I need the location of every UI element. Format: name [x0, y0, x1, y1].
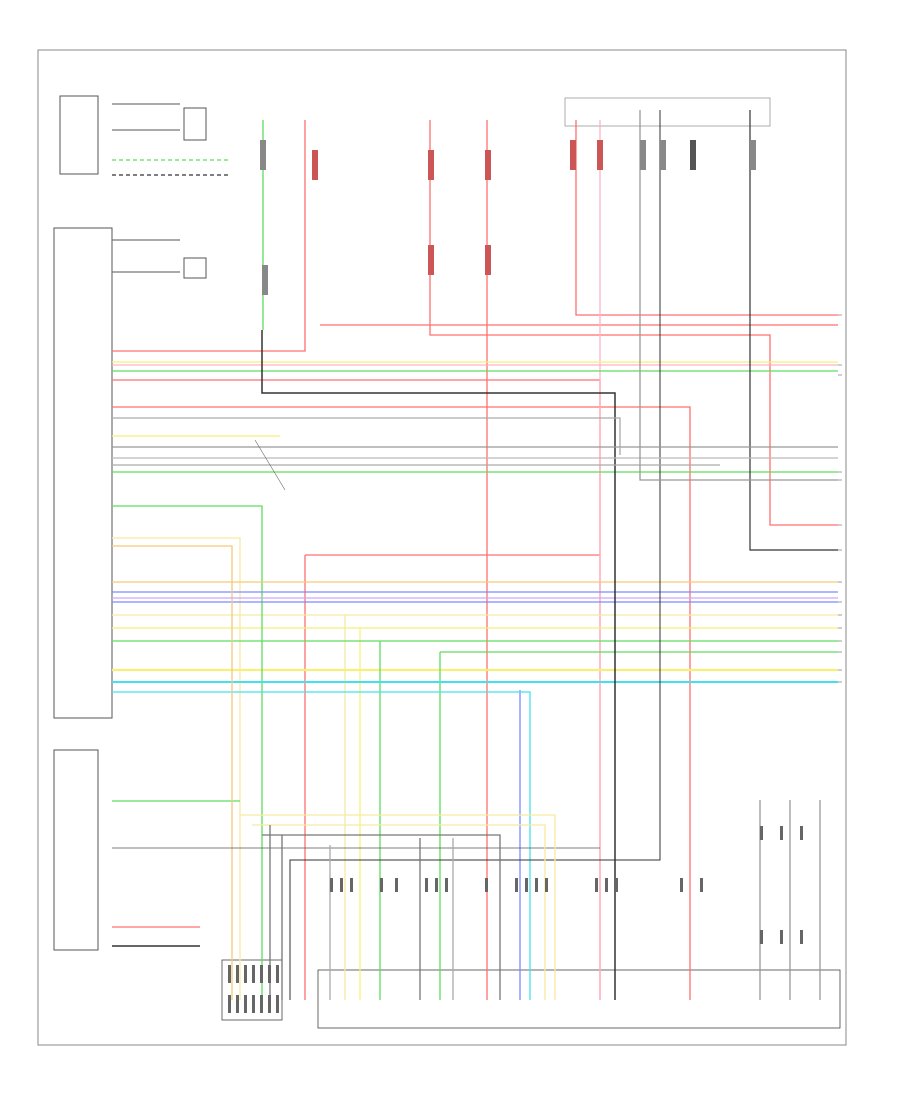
wire-black-1 — [261, 330, 616, 1000]
wire-red-9 — [575, 120, 838, 316]
wire-red-1 — [112, 120, 306, 352]
wire-black-5 — [289, 110, 661, 1000]
annotation-leader — [254, 439, 286, 491]
wire-group — [112, 103, 838, 1000]
left-main-module — [53, 227, 113, 719]
wire-bus-1 — [240, 814, 556, 1000]
right-wire-ends — [838, 314, 842, 683]
bottom-pins — [228, 826, 803, 1013]
connector-marks — [260, 140, 756, 295]
wire-red-6 — [112, 379, 601, 1000]
wire-yellow-6 — [112, 537, 241, 1000]
bottom-connector-main — [317, 969, 841, 1029]
left-lower-module — [53, 749, 99, 951]
wire-bus-3 — [262, 834, 501, 1000]
wire-gray-5 — [112, 417, 621, 455]
wire-black-2 — [749, 110, 838, 551]
wire-gray-4 — [639, 110, 838, 481]
left-upper-module — [59, 95, 99, 175]
top-right-connector — [564, 97, 771, 127]
wire-orange-2 — [112, 545, 233, 1000]
wire-red-3 — [429, 120, 838, 526]
wire-red-5 — [112, 406, 691, 1000]
relay-box-upper — [183, 107, 207, 279]
wire-cyan-2 — [112, 691, 531, 1000]
diagram-border — [37, 49, 847, 1046]
wire-bus-2 — [252, 824, 546, 1000]
